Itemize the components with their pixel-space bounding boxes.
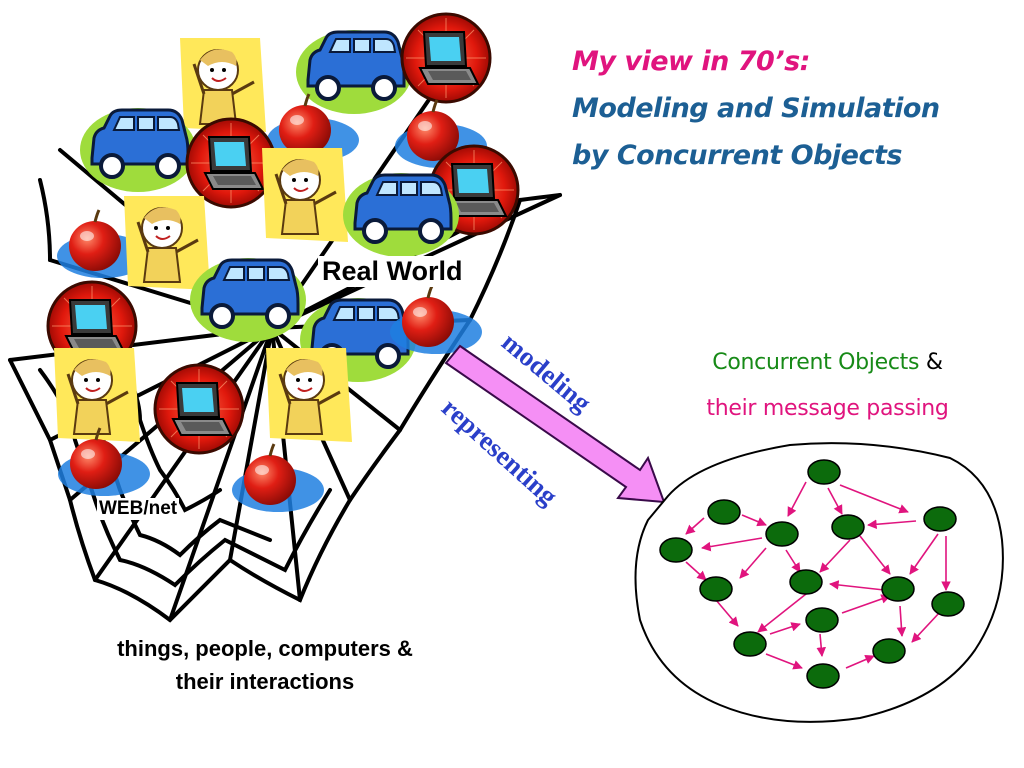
object-node <box>765 521 799 547</box>
concurrent-objects <box>659 459 965 689</box>
arrow-shape <box>444 344 666 504</box>
message-arrows <box>685 481 951 670</box>
object-node <box>733 631 767 657</box>
web-net-label: WEB/net <box>97 498 180 520</box>
caption-line-2: their interactions <box>175 669 355 694</box>
object-node <box>872 638 906 664</box>
object-node <box>807 459 841 485</box>
real-world-label: Real World <box>318 256 467 287</box>
message-passing-text: their message passing <box>706 396 949 421</box>
object-node <box>831 514 865 540</box>
concurrent-objects-text: Concurrent Objects <box>712 350 920 375</box>
concurrent-objects-heading: Concurrent Objects & <box>640 350 1015 375</box>
title-line-3: by Concurrent Objects <box>572 140 902 171</box>
ampersand-text: & <box>919 350 943 375</box>
object-node <box>806 663 840 689</box>
object-node <box>805 607 839 633</box>
title-line-2: Modeling and Simulation <box>572 93 940 124</box>
caption-line-1: things, people, computers & <box>117 636 413 661</box>
object-node <box>923 506 957 532</box>
object-node <box>881 576 915 602</box>
object-node <box>699 576 733 602</box>
object-node <box>707 499 741 525</box>
object-node <box>789 569 823 595</box>
object-node <box>931 591 965 617</box>
object-node <box>659 537 693 563</box>
real-world-caption: things, people, computers & their intera… <box>60 632 470 698</box>
slide-title: My view in 70’s: Modeling and Simulation… <box>572 38 1012 179</box>
title-line-1: My view in 70’s: <box>572 46 810 77</box>
